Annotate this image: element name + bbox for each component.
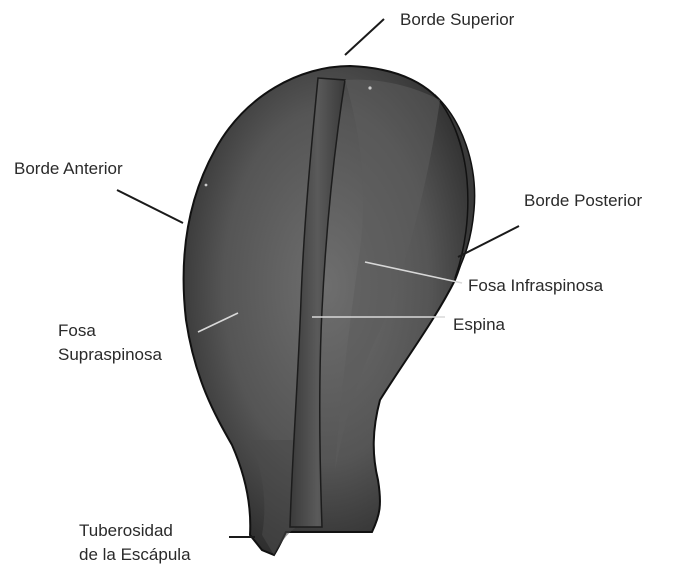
label-borde-posterior: Borde Posterior xyxy=(524,190,642,211)
bone-highlight xyxy=(205,184,208,187)
label-tuberosidad: Tuberosidad de la Escápula xyxy=(79,520,191,565)
label-fosa-infraspinosa: Fosa Infraspinosa xyxy=(468,275,603,296)
leader-borde-anterior xyxy=(117,190,183,223)
label-text: Supraspinosa xyxy=(58,344,162,365)
label-text: Fosa Infraspinosa xyxy=(468,275,603,296)
label-text: Espina xyxy=(453,314,505,335)
label-fosa-supraspinosa: Fosa Supraspinosa xyxy=(58,320,162,365)
bone-highlight xyxy=(368,86,371,89)
label-text: Borde Superior xyxy=(400,9,514,30)
label-text: Borde Anterior xyxy=(14,158,123,179)
label-borde-superior: Borde Superior xyxy=(400,9,514,30)
label-text: Tuberosidad xyxy=(79,520,191,541)
label-espina: Espina xyxy=(453,314,505,335)
leader-borde-superior xyxy=(345,19,384,55)
label-text: de la Escápula xyxy=(79,544,191,565)
label-text: Fosa xyxy=(58,320,162,341)
label-text: Borde Posterior xyxy=(524,190,642,211)
label-borde-anterior: Borde Anterior xyxy=(14,158,123,179)
